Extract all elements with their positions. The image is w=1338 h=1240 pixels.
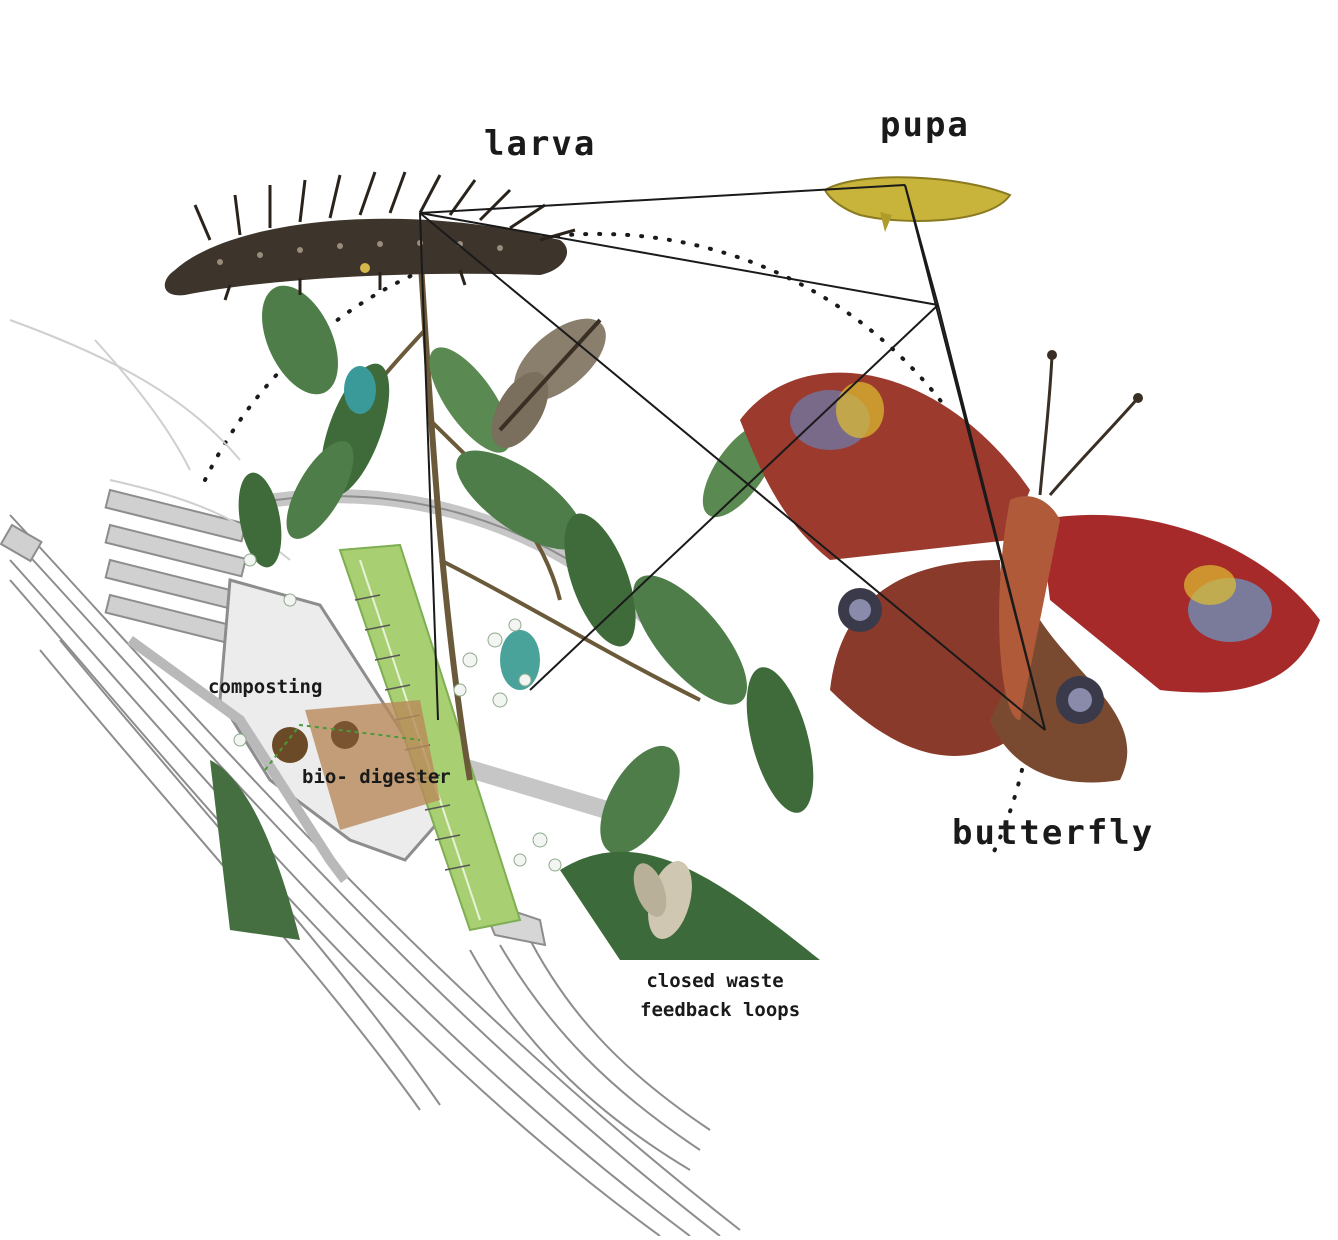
composting-label: composting — [208, 676, 322, 698]
parking-bays — [1, 490, 246, 646]
larva-illustration — [165, 172, 575, 300]
closed-loop-label-line2: feedback loops — [640, 996, 790, 1025]
pupa-illustration — [825, 177, 1010, 232]
pupa-label: pupa — [880, 105, 970, 145]
bio-digester-label: bio- digester — [302, 766, 451, 788]
closed-loop-label-line1: closed waste — [640, 967, 790, 996]
closed-loop-label: closed waste feedback loops — [640, 967, 790, 1025]
butterfly-label: butterfly — [952, 813, 1154, 853]
access-road — [470, 930, 710, 1170]
larva-label: larva — [484, 124, 596, 164]
moth-illustration — [480, 303, 620, 457]
